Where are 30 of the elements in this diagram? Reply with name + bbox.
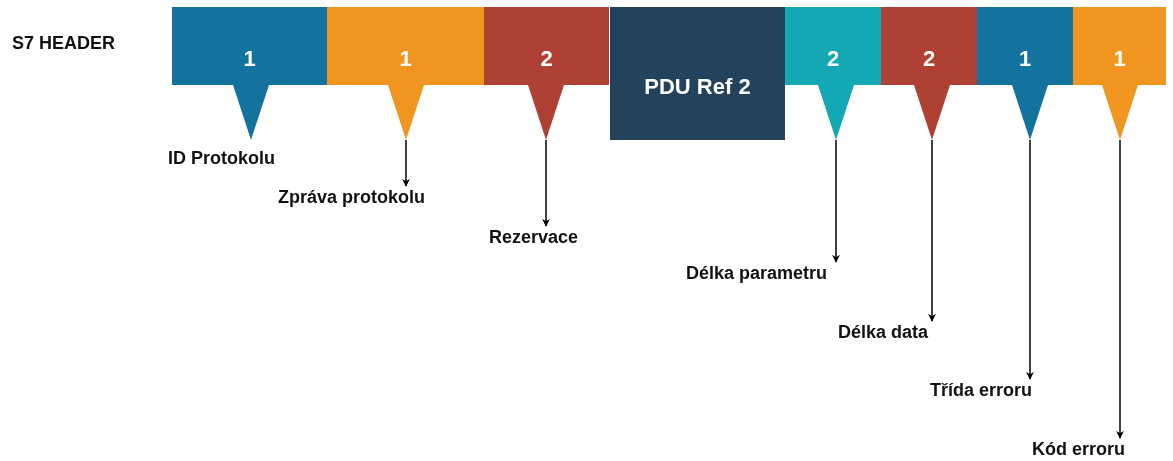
byte-count: 1: [1017, 46, 1033, 72]
field-callout: [484, 7, 609, 140]
field-label: Zpráva protokolu: [278, 187, 425, 208]
field-callout: [327, 7, 484, 140]
field-callout: [881, 7, 977, 140]
arrow: [832, 139, 840, 263]
diagram-title: S7 HEADER: [12, 33, 116, 54]
byte-count: 1: [398, 46, 413, 72]
arrow: [542, 139, 550, 227]
field-label: ID Protokolu: [168, 148, 275, 169]
arrow: [1026, 139, 1034, 380]
byte-count: PDU Ref 2: [643, 73, 752, 100]
byte-count: 2: [825, 46, 841, 72]
byte-count: 1: [242, 46, 257, 72]
byte-count: 2: [921, 46, 937, 72]
byte-count: 2: [539, 46, 554, 72]
field-callout: [172, 7, 327, 140]
field-label: Délka data: [838, 322, 929, 343]
field-callout: [785, 7, 881, 140]
field-label: Rezervace: [489, 227, 579, 248]
arrow: [402, 139, 410, 187]
arrow: [928, 139, 936, 322]
field-label: Třída erroru: [930, 380, 1033, 401]
byte-count: 1: [1112, 46, 1127, 72]
field-callout: [977, 7, 1073, 140]
field-label: Délka parametru: [686, 263, 828, 284]
field-box: [610, 7, 785, 140]
arrow: [1116, 139, 1124, 439]
field-label: Kód erroru: [1032, 439, 1125, 460]
field-callout: [1073, 7, 1166, 140]
